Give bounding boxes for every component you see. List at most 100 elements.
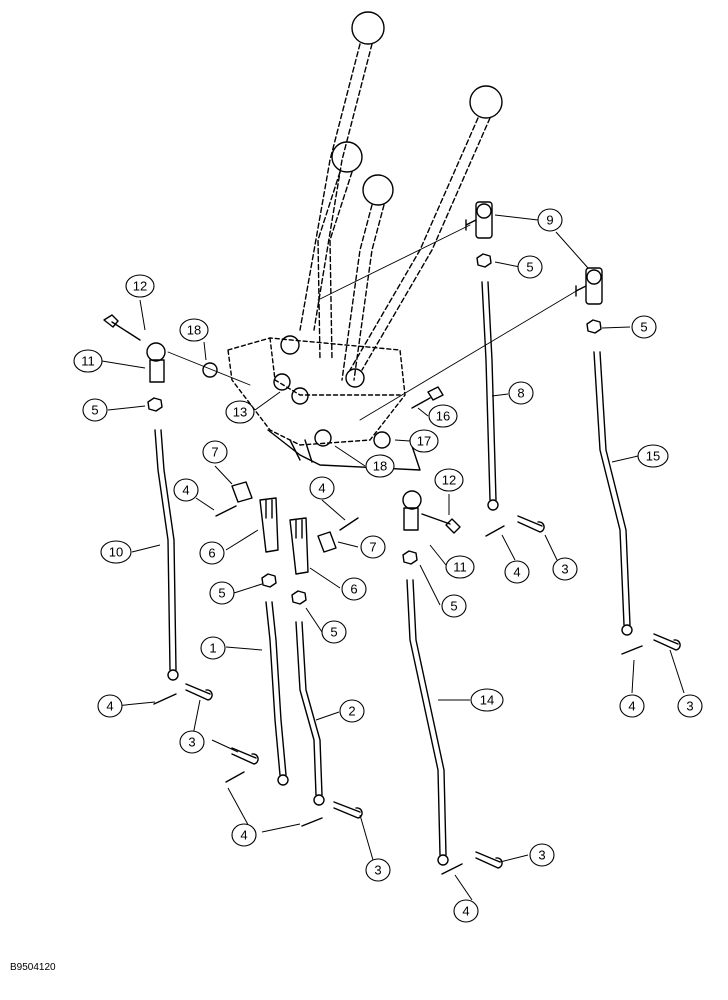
- svg-text:17: 17: [417, 434, 431, 449]
- callout: 11: [73, 349, 103, 373]
- callout: 2: [339, 699, 365, 723]
- callout: 12: [125, 274, 155, 298]
- svg-text:2: 2: [348, 704, 355, 719]
- swivel-fitting: [465, 201, 603, 305]
- lever-shaft: [341, 204, 385, 381]
- lever-knob: [469, 85, 503, 119]
- svg-text:6: 6: [208, 546, 215, 561]
- callout: 13: [225, 400, 255, 424]
- callout: 12: [434, 468, 464, 492]
- svg-text:3: 3: [561, 562, 568, 577]
- lever-knob: [331, 141, 363, 173]
- bolt: [103, 314, 461, 534]
- svg-text:9: 9: [546, 213, 553, 228]
- cotter-pin: [153, 505, 643, 875]
- svg-text:4: 4: [462, 904, 469, 919]
- link-line: [317, 224, 471, 301]
- callout-leaders: [101, 214, 685, 901]
- pivot-pin: [185, 515, 681, 869]
- svg-text:1: 1: [209, 641, 216, 656]
- svg-text:3: 3: [538, 848, 545, 863]
- callout: 5: [441, 594, 467, 618]
- hex-nut: [147, 253, 602, 605]
- svg-text:15: 15: [646, 449, 660, 464]
- callout: 3: [552, 557, 578, 581]
- callout: 3: [677, 694, 703, 718]
- lever-knob: [351, 11, 385, 45]
- link-line: [167, 351, 251, 386]
- callout: 1: [200, 636, 226, 660]
- control-rod: [154, 281, 633, 866]
- callout: 14: [470, 688, 504, 712]
- svg-text:8: 8: [517, 386, 524, 401]
- callout: 9: [537, 208, 563, 232]
- callout: 4: [453, 899, 479, 923]
- svg-text:12: 12: [133, 279, 147, 294]
- callout: 4: [97, 694, 123, 718]
- callout: 6: [199, 541, 225, 565]
- valve-body: [202, 335, 421, 471]
- svg-text:4: 4: [628, 699, 635, 714]
- callout: 11: [445, 555, 475, 579]
- callout-labels: 12 18 11 5 13 16 17 18 12 11 5 7 4 4 7 6…: [73, 208, 703, 923]
- callout: 17: [409, 429, 439, 453]
- svg-text:5: 5: [91, 403, 98, 418]
- svg-text:14: 14: [480, 693, 494, 708]
- figure-code: B9504120: [10, 962, 56, 973]
- callout: 4: [173, 478, 199, 502]
- callout: 5: [209, 581, 235, 605]
- svg-text:5: 5: [450, 599, 457, 614]
- callout: 10: [100, 540, 132, 564]
- lever-shaft: [349, 117, 491, 371]
- svg-text:12: 12: [442, 473, 456, 488]
- callout: 4: [309, 476, 335, 500]
- callout: 7: [360, 535, 386, 559]
- svg-text:5: 5: [640, 320, 647, 335]
- svg-text:11: 11: [453, 560, 467, 575]
- svg-text:4: 4: [318, 481, 325, 496]
- callout: 5: [517, 255, 543, 279]
- callout: 7: [202, 440, 228, 464]
- svg-text:3: 3: [188, 735, 195, 750]
- link-line: [359, 289, 579, 421]
- callout: 4: [619, 694, 645, 718]
- svg-text:4: 4: [240, 828, 247, 843]
- callout: 3: [529, 843, 555, 867]
- svg-text:6: 6: [350, 582, 357, 597]
- lever-shaft: [317, 171, 353, 361]
- svg-text:3: 3: [374, 863, 381, 878]
- svg-text:7: 7: [211, 445, 218, 460]
- callout: 18: [365, 454, 395, 478]
- callout: 15: [637, 444, 669, 468]
- svg-text:4: 4: [106, 699, 113, 714]
- callout: 4: [231, 823, 257, 847]
- clevis: [259, 497, 309, 575]
- rod-end: [146, 342, 422, 531]
- svg-text:5: 5: [330, 625, 337, 640]
- callout: 16: [428, 404, 458, 428]
- control-levers: [299, 11, 503, 381]
- callout: 3: [365, 858, 391, 882]
- svg-text:13: 13: [233, 405, 247, 420]
- svg-text:5: 5: [218, 586, 225, 601]
- callout: 3: [179, 730, 205, 754]
- svg-text:10: 10: [109, 545, 123, 560]
- svg-text:16: 16: [436, 409, 450, 424]
- svg-text:18: 18: [373, 459, 387, 474]
- callout: 4: [504, 560, 530, 584]
- lever-shaft: [299, 43, 373, 331]
- svg-text:3: 3: [686, 699, 693, 714]
- callout: 8: [508, 381, 534, 405]
- callout: 5: [631, 315, 657, 339]
- callout: 5: [82, 398, 108, 422]
- svg-text:5: 5: [526, 260, 533, 275]
- lever-knob: [362, 174, 394, 206]
- clevis-pin: [231, 481, 337, 553]
- svg-text:4: 4: [182, 483, 189, 498]
- svg-text:7: 7: [369, 540, 376, 555]
- callout: 5: [321, 620, 347, 644]
- svg-text:4: 4: [513, 565, 520, 580]
- svg-text:11: 11: [81, 354, 95, 369]
- callout: 6: [341, 577, 367, 601]
